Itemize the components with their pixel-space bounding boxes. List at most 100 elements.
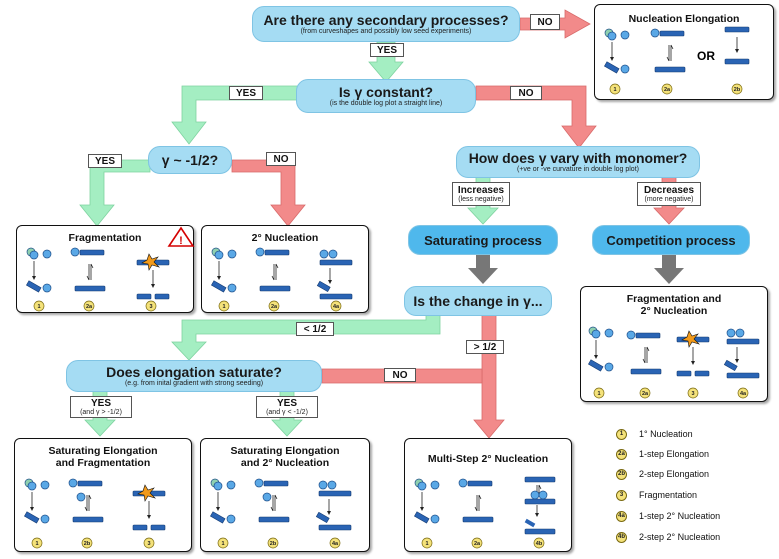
nucleation-arrow-head xyxy=(216,507,220,511)
process-competition: Competition process xyxy=(592,225,750,255)
nucleation-arrow-head xyxy=(420,507,424,511)
warning-icon xyxy=(167,226,195,247)
legend-badge: 3 xyxy=(616,489,627,501)
panel-title-line2: 2° Nucleation xyxy=(640,305,708,317)
label-q6-yes-a: YES (and γ > -1/2) xyxy=(70,396,132,418)
break-icon xyxy=(137,484,157,502)
question-gamma-constant: Is γ constant? (is the double log plot a… xyxy=(296,79,476,113)
monomer xyxy=(604,328,614,338)
panel-title-line2: and Fragmentation xyxy=(55,457,151,469)
badge-1: 1 xyxy=(421,537,433,549)
seed xyxy=(24,511,40,524)
reversible-arrow xyxy=(271,263,279,281)
fibril xyxy=(132,524,148,531)
panel-title-line2: and 2° Nucleation xyxy=(240,457,330,469)
badge-1: 1 xyxy=(217,537,229,549)
monomer xyxy=(40,480,50,490)
badge-2a: 2a xyxy=(639,387,651,399)
fibril xyxy=(318,490,352,497)
badge-2b: 2b xyxy=(731,83,743,95)
label-q1-yes: YES xyxy=(370,43,404,57)
svg-text:4a: 4a xyxy=(332,541,339,547)
reversible-arrow xyxy=(84,494,92,512)
q1-sub: (from curveshapes and possibly low seed … xyxy=(300,27,472,35)
monomer xyxy=(430,480,440,490)
fibril xyxy=(524,498,556,505)
label-q6-no: NO xyxy=(384,368,416,382)
fibril xyxy=(726,338,760,345)
svg-text:3: 3 xyxy=(147,541,150,547)
break-icon xyxy=(141,253,161,271)
panel-title-line1: Saturating Elongation xyxy=(230,445,340,457)
frag-arrow-head xyxy=(147,515,151,519)
label-q2-yes: YES xyxy=(229,86,263,100)
panel-title: Fragmentation xyxy=(68,232,142,244)
svg-text:1: 1 xyxy=(425,541,428,547)
svg-text:4a: 4a xyxy=(333,304,340,310)
or-text: OR xyxy=(697,49,715,63)
svg-text:1: 1 xyxy=(613,87,616,93)
label-gt-half: > 1/2 xyxy=(466,340,504,354)
label-q3-yes: YES xyxy=(88,154,122,168)
fibril xyxy=(79,249,105,256)
monomer xyxy=(318,480,328,490)
legend-text: 1-step 2° Nucleation xyxy=(639,511,721,521)
seed xyxy=(211,280,227,293)
q2-title: Is γ constant? xyxy=(338,83,434,100)
nucleus-b xyxy=(29,250,39,260)
monomer xyxy=(226,514,236,524)
fibril xyxy=(136,293,152,300)
nucleus-b xyxy=(213,481,223,491)
seed xyxy=(210,511,226,524)
nucleation-arrow-head xyxy=(30,507,34,511)
monomer xyxy=(76,492,86,502)
label-lt-half: < 1/2 xyxy=(296,322,334,336)
reversible-arrow xyxy=(86,263,94,281)
reversible-arrow xyxy=(270,494,278,512)
monomer xyxy=(328,249,338,259)
nucleus-b xyxy=(417,481,427,491)
fibril xyxy=(524,528,556,535)
fibril xyxy=(726,372,760,379)
legend-text: Fragmentation xyxy=(639,490,698,500)
panel-title: Nucleation Elongation xyxy=(628,13,740,25)
new-nucleus xyxy=(524,518,536,528)
panel-title-line1: Saturating Elongation xyxy=(48,445,158,457)
badge-2a: 2a xyxy=(471,537,483,549)
panel-title: 2° Nucleation xyxy=(251,232,319,244)
fibril xyxy=(724,58,750,65)
label-q6-yes-b: YES (and γ < -1/2) xyxy=(256,396,318,418)
fibril xyxy=(676,370,692,377)
nucleation-arrow-head xyxy=(594,355,598,359)
monomer xyxy=(319,249,329,259)
fibril xyxy=(318,524,352,531)
monomer xyxy=(227,283,237,293)
fibril xyxy=(259,285,291,292)
q4-sub: (+ve or -ve curvature in double log plot… xyxy=(517,165,639,173)
panel-title: Multi-Step 2° Nucleation xyxy=(427,453,549,465)
svg-text:1: 1 xyxy=(37,304,40,310)
nucleus-b xyxy=(591,329,601,339)
monomer xyxy=(620,64,630,74)
badge-3: 3 xyxy=(687,387,699,399)
svg-text:2b: 2b xyxy=(270,541,277,547)
fibril xyxy=(630,368,662,375)
legend-badge: 2b xyxy=(616,468,627,480)
badge-2a: 2a xyxy=(268,300,280,312)
svg-text:4a: 4a xyxy=(740,391,747,397)
legend-badge: 2a xyxy=(616,448,627,460)
nucleation-arrow-head xyxy=(217,276,221,280)
arrow-q5-gt xyxy=(473,313,505,439)
monomer xyxy=(327,480,337,490)
arrow-head xyxy=(735,49,739,53)
badge-4a: 4a xyxy=(329,537,341,549)
monomer xyxy=(626,330,636,340)
